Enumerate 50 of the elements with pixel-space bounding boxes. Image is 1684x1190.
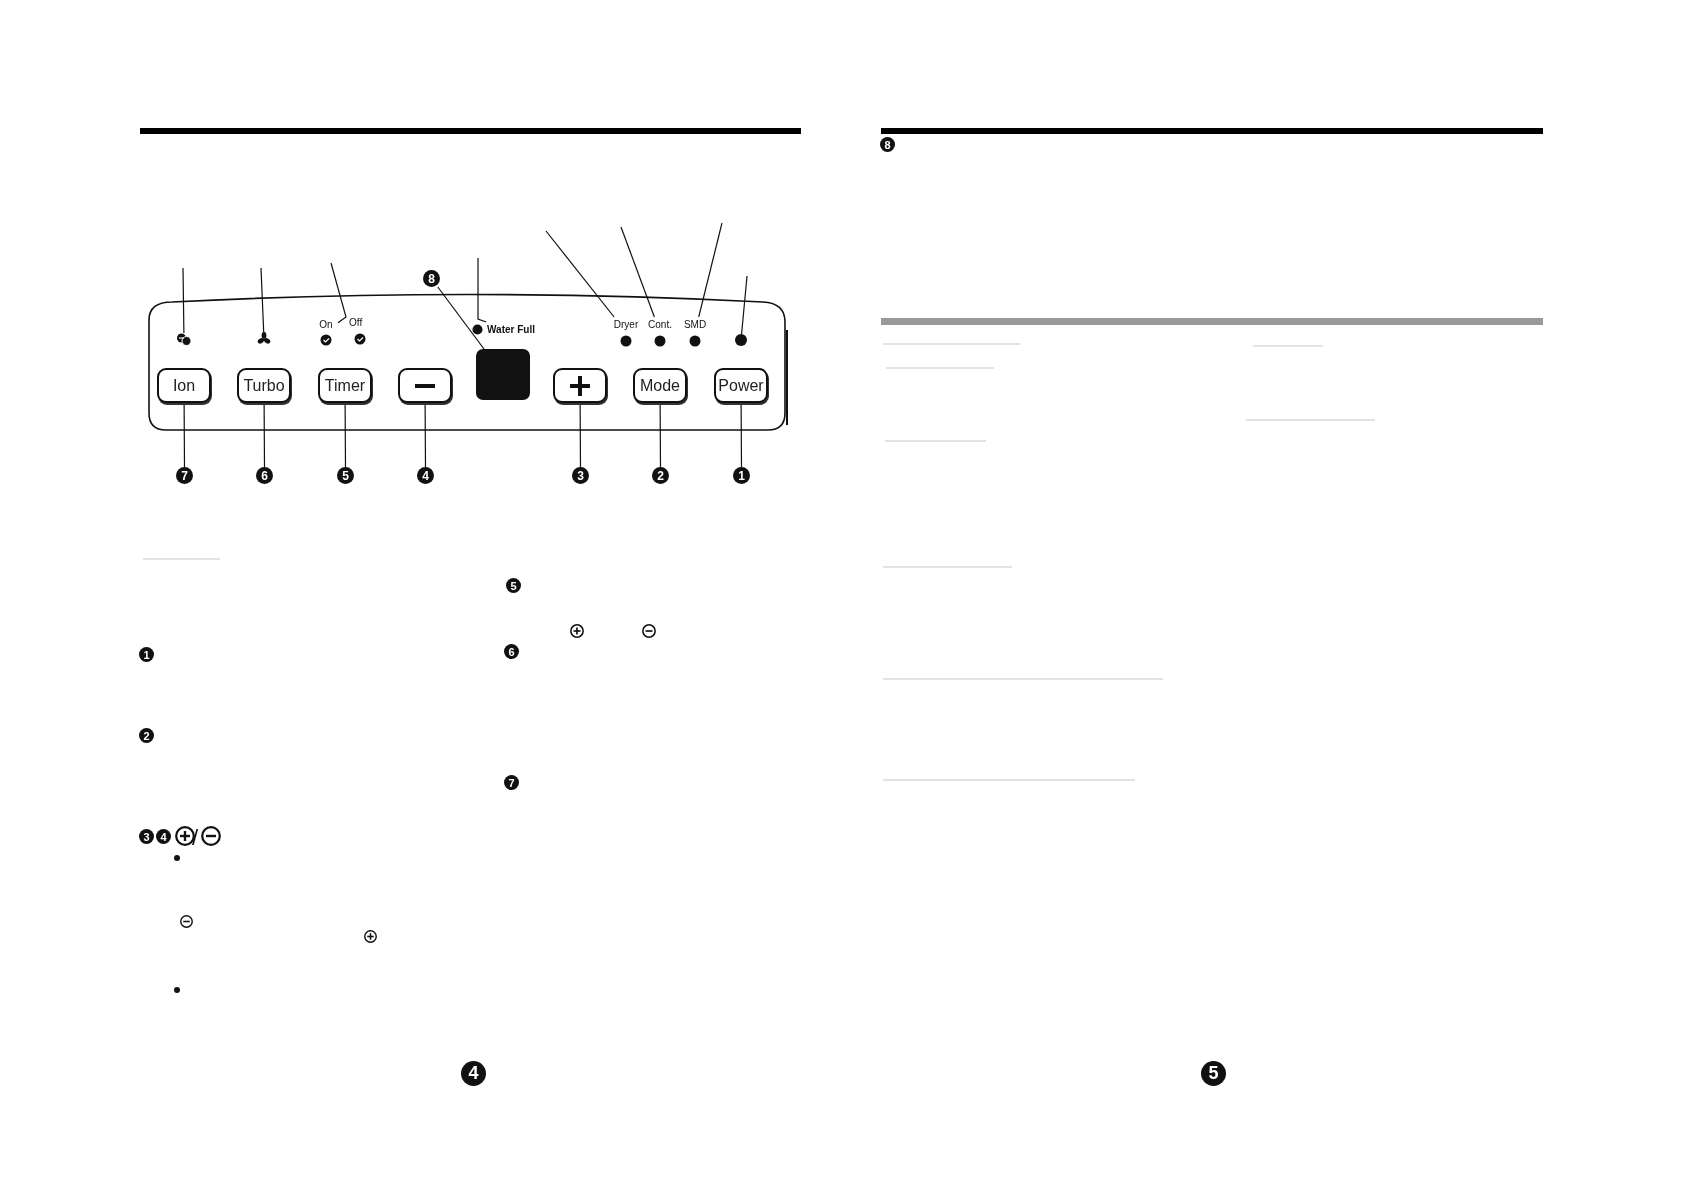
leader-line (477, 257, 487, 323)
callout-number: 8 (880, 137, 895, 152)
callout-number: 6 (504, 644, 519, 659)
separator-slash: / (192, 827, 199, 849)
leader-line (659, 402, 662, 468)
panel-button: Turbo (237, 368, 291, 403)
leader-line (330, 262, 347, 324)
leader-line (182, 267, 185, 334)
plus-button (553, 368, 607, 403)
callout-number: 5 (337, 467, 354, 484)
panel-button: Timer (318, 368, 372, 403)
page-number: 5 (1201, 1061, 1226, 1086)
lamp-label: Dryer (612, 319, 640, 330)
callout-number: 8 (423, 270, 440, 287)
panel-button: Ion (157, 368, 211, 403)
lamp-label: On (318, 319, 334, 330)
leader-line (424, 402, 427, 468)
lamp-label: Water Full (487, 324, 535, 335)
panel-button: Power (714, 368, 768, 403)
page-number: 4 (461, 1061, 486, 1086)
leader-line (183, 402, 186, 468)
callout-number: 1 (139, 647, 154, 662)
leader-line (263, 402, 266, 468)
leader-line (620, 226, 655, 318)
callout-number: 2 (652, 467, 669, 484)
indicator-lamp (735, 334, 747, 346)
leader-line (741, 275, 748, 335)
leader-line (579, 402, 582, 468)
callout-number: 3 (139, 829, 154, 844)
leader-line (260, 267, 265, 333)
callout-number: 4 (417, 467, 434, 484)
lamp-label: SMD (682, 319, 708, 330)
leader-line (344, 402, 347, 468)
callout-number: 7 (176, 467, 193, 484)
leader-line (437, 286, 485, 350)
callout-number: 1 (733, 467, 750, 484)
panel-button: Mode (633, 368, 687, 403)
callout-number: 5 (506, 578, 521, 593)
display-screen (476, 349, 530, 400)
lamp-label: Off (349, 317, 363, 328)
callout-number: 2 (139, 728, 154, 743)
minus-button (398, 368, 452, 403)
callout-number: 3 (572, 467, 589, 484)
leader-line (740, 402, 743, 468)
leader-line (698, 222, 723, 318)
callout-number: 4 (156, 829, 171, 844)
lamp-label: Cont. (647, 319, 673, 330)
leader-line (545, 230, 615, 318)
callout-number: 6 (256, 467, 273, 484)
callout-number: 7 (504, 775, 519, 790)
